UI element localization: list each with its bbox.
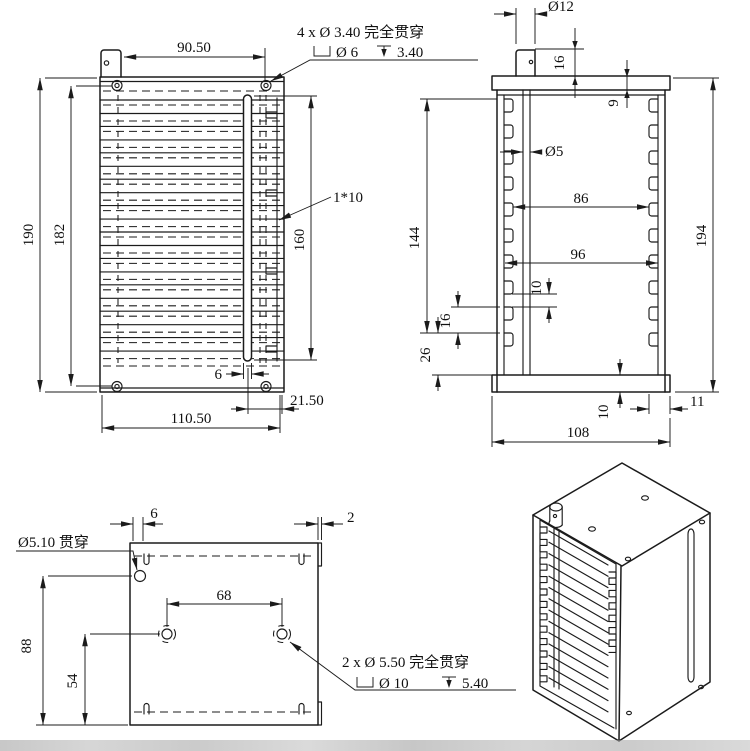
- front-note-line1: 4 x Ø 3.40 完全贯穿: [297, 23, 424, 41]
- front-view-geometry: [99, 49, 285, 393]
- dim-slot-region: 144: [407, 226, 423, 249]
- front-note-cbore-depth: 3.40: [397, 45, 423, 61]
- dim-inner-width: 86: [574, 191, 590, 207]
- dim-side-width: 108: [567, 425, 590, 441]
- dim-tab-offset: 6: [150, 506, 158, 522]
- front-tab: [100, 49, 122, 78]
- side-teeth: [503, 98, 659, 347]
- iso-shelves: [548, 530, 609, 713]
- dim-hole-edge: 88: [19, 639, 35, 654]
- iso-side-slot: [687, 528, 695, 683]
- dim-pitch: 16: [438, 313, 454, 329]
- front-vertical-slot: [242, 94, 253, 362]
- side-boss: [515, 49, 536, 77]
- bottom-lip-top: [317, 542, 323, 567]
- dim-boss-dia: Ø12: [548, 0, 574, 15]
- bottom-note-line1: 2 x Ø 5.50 完全贯穿: [342, 653, 469, 671]
- dim-front-slot-width: 6: [215, 367, 223, 383]
- dim-front-slot-offset: 21.50: [290, 393, 324, 409]
- bottom-hole-note: 2 x Ø 5.50 完全贯穿 Ø 10 5.40: [289, 641, 516, 692]
- side-flange: [491, 374, 671, 393]
- bottom-corner-hole: [133, 569, 147, 583]
- dim-boss-height: 16: [552, 55, 568, 71]
- dim-center-edge: 54: [65, 673, 81, 689]
- dim-front-height-outer: 190: [21, 224, 37, 247]
- bottom-view: Ø5.10 贯穿 6 2 68 88: [16, 506, 516, 726]
- front-hole-note: 4 x Ø 3.40 完全贯穿 Ø 6 3.40: [270, 23, 478, 82]
- dim-bottom-offset: 26: [418, 347, 434, 363]
- bottom-note-hole: Ø5.10 贯穿: [18, 534, 89, 551]
- dim-hole-spacing: 68: [217, 588, 232, 604]
- front-view-dimensions: 90.50 190 182 160 1*10 4 x Ø 3.40 完全贯穿: [21, 23, 478, 433]
- label-slot-count: 1*10: [333, 190, 363, 206]
- dim-front-width-bottom: 110.50: [171, 411, 212, 427]
- dim-slot-gap: 10: [529, 281, 545, 296]
- front-view: 90.50 190 182 160 1*10 4 x Ø 3.40 完全贯穿: [21, 23, 478, 433]
- bottom-note-cbore-depth: 5.40: [462, 676, 488, 692]
- bottom-lip-bottom: [317, 701, 323, 726]
- dim-front-width-top: 90.50: [177, 40, 211, 56]
- dim-plate-thickness: 9: [606, 99, 622, 107]
- bottom-cbore-hole-right: [272, 624, 292, 644]
- bottom-cbore-hole-left: [157, 624, 177, 644]
- front-screw-holes: [111, 79, 272, 393]
- dim-side-height: 194: [694, 224, 710, 247]
- bottom-view-dimensions: Ø5.10 贯穿 6 2 68 88: [16, 506, 516, 726]
- bottom-note-cbore-dia: Ø 10: [379, 676, 409, 692]
- iso-boss: [548, 502, 563, 528]
- isometric-view: [532, 462, 711, 742]
- side-view-dimensions: Ø12 16 9 Ø5 86 96 144: [407, 0, 719, 447]
- dim-front-slot-length: 160: [292, 229, 308, 252]
- counterbore-icon: [313, 46, 331, 57]
- depth-icon: [442, 676, 456, 688]
- dim-bottom-plate: 10: [596, 405, 612, 420]
- dim-rod-dia: Ø5: [545, 144, 563, 160]
- dim-groove-width: 96: [571, 247, 587, 263]
- side-view-geometry: [491, 49, 671, 393]
- dim-lip: 2: [347, 510, 355, 526]
- dim-front-height-inner: 182: [52, 224, 68, 247]
- counterbore-icon: [356, 677, 374, 688]
- dim-wall: 11: [690, 394, 704, 410]
- depth-icon: [377, 45, 391, 57]
- bottom-view-geometry: [129, 542, 323, 726]
- front-tab-hole: [103, 60, 110, 66]
- watermark-strip: [0, 740, 750, 751]
- front-note-cbore-dia: Ø 6: [336, 45, 359, 61]
- side-view: Ø12 16 9 Ø5 86 96 144: [407, 0, 719, 447]
